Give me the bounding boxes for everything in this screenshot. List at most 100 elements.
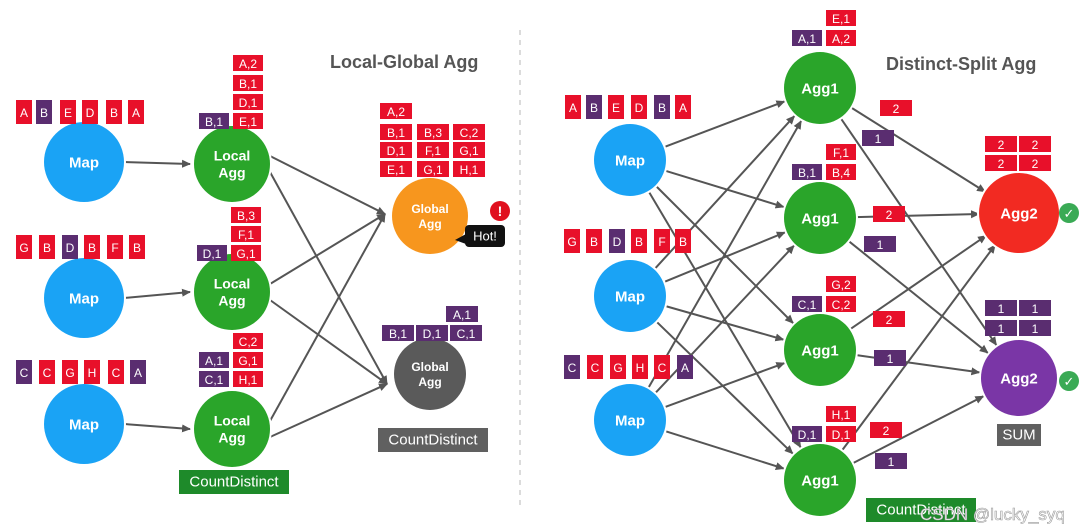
input-tag: C <box>587 355 603 379</box>
input-tag: B <box>84 235 100 259</box>
local-output-tag-text: C,1 <box>205 373 224 387</box>
agg1-output-tag-text: C,1 <box>798 298 817 312</box>
input-tag: F <box>107 235 123 259</box>
agg2-input-tag-text: 1 <box>998 302 1005 316</box>
warning-symbol: ! <box>498 203 503 219</box>
agg1-output-tag: C,1 <box>792 296 822 312</box>
agg1-output-tag: C,2 <box>826 296 856 312</box>
agg2-input-tag: 1 <box>985 300 1017 316</box>
agg1-output-tag: B,4 <box>826 164 856 180</box>
agg1-output-tag-text: D,1 <box>832 428 851 442</box>
agg1-node: Agg1 <box>782 442 858 518</box>
map-node: Map <box>592 382 668 458</box>
local-output-tag-text: H,1 <box>239 373 258 387</box>
agg1-value-tag: 2 <box>873 206 905 222</box>
map-to-agg1-arrow <box>665 362 786 408</box>
local-to-global-arrow <box>269 171 388 385</box>
input-tag: A <box>16 100 32 124</box>
local-agg-node-label: Agg <box>218 165 245 181</box>
local-output-tag-text: A,2 <box>239 57 257 71</box>
agg1-output-tag: E,1 <box>826 10 856 26</box>
input-tag-text: B <box>40 106 48 120</box>
agg1-output-tag: G,2 <box>826 276 856 292</box>
input-tag: A <box>130 360 146 384</box>
agg2-input-tag-text: 1 <box>1032 322 1039 336</box>
local-output-tag-text: G,1 <box>236 247 256 261</box>
input-tag-text: D <box>86 106 95 120</box>
local-output-tag-text: B,3 <box>237 209 255 223</box>
warning-icon <box>490 201 510 221</box>
agg2-red-check: ✓ <box>1059 203 1079 223</box>
agg1-value-tag-text: 2 <box>883 424 890 438</box>
input-tag-text: B <box>590 101 598 115</box>
input-tag: B <box>654 95 670 119</box>
input-tag: G <box>16 235 32 259</box>
hot-warning: ! Hot! <box>455 201 510 247</box>
global-input-tag: B,1 <box>382 325 414 341</box>
agg1-to-agg2-arrow <box>851 395 985 465</box>
local-output-tag: C,2 <box>233 333 263 349</box>
map-to-agg1-arrow <box>666 305 785 342</box>
agg1-value-tag: 2 <box>870 422 902 438</box>
agg1-value-tag-text: 1 <box>888 455 895 469</box>
local-output-tag: C,1 <box>199 371 229 387</box>
agg2-purple-node: Agg2 <box>979 338 1059 418</box>
agg1-output-tag-text: A,1 <box>798 32 816 46</box>
agg1-node-label: Agg1 <box>801 472 839 489</box>
input-tag-text: C <box>658 361 667 375</box>
check-icon <box>1059 371 1079 391</box>
global-input-tag-text: G,1 <box>423 163 443 177</box>
caption-local-text: CountDistinct <box>189 474 279 491</box>
input-tag: G <box>564 229 580 253</box>
caption-bottom-countdistinct: CountDistinct <box>866 498 976 522</box>
agg1-value-tag-text: 2 <box>893 102 900 116</box>
global-input-tag-text: E,1 <box>387 163 405 177</box>
map-node-label: Map <box>615 412 645 429</box>
input-tag: F <box>654 229 670 253</box>
global-input-tag: B,3 <box>417 124 449 140</box>
agg1-output-tag: F,1 <box>826 144 856 160</box>
map-node: Map <box>592 258 668 334</box>
agg1-node-label: Agg1 <box>801 210 839 227</box>
input-tag-text: A <box>132 106 140 120</box>
map-to-agg1-arrow <box>664 231 786 283</box>
agg2-input-tag: 2 <box>1019 155 1051 171</box>
input-tag-text: B <box>43 241 51 255</box>
input-tag: E <box>60 100 76 124</box>
agg2-input-tag: 1 <box>1019 320 1051 336</box>
caption-global-countdistinct: CountDistinct <box>378 428 488 452</box>
input-tag-text: B <box>88 241 96 255</box>
global-input-tag: A,2 <box>380 103 412 119</box>
local-to-global-arrow <box>269 213 386 285</box>
global-agg-hot-node-label: Global <box>411 202 448 216</box>
agg1-node: Agg1 <box>782 50 858 126</box>
global-input-tag-text: G,1 <box>459 144 479 158</box>
agg1-value-tag: 1 <box>874 350 906 366</box>
input-tag-text: A <box>569 101 577 115</box>
input-tag: B <box>631 229 647 253</box>
local-output-tag-text: B,1 <box>239 77 257 91</box>
agg2-input-tag-text: 1 <box>998 322 1005 336</box>
global-input-tag-text: D,1 <box>423 327 442 341</box>
global-agg-node-label: Agg <box>418 375 441 389</box>
local-output-tag-text: B,1 <box>205 115 223 129</box>
svg-text:✓: ✓ <box>1064 207 1075 222</box>
input-tag: G <box>62 360 78 384</box>
svg-text:✓: ✓ <box>1064 375 1075 390</box>
global-input-tag: B,1 <box>380 124 412 140</box>
input-tag: C <box>564 355 580 379</box>
agg1-node-label: Agg1 <box>801 342 839 359</box>
map-to-agg1-arrow <box>665 100 786 148</box>
local-output-tag: A,1 <box>199 352 229 368</box>
input-tag-text: B <box>133 241 141 255</box>
input-tag: A <box>565 95 581 119</box>
agg1-to-agg2-arrow <box>847 239 989 354</box>
input-tag-text: C <box>591 361 600 375</box>
caption-sum-text: SUM <box>1002 427 1035 444</box>
input-tag: B <box>586 229 602 253</box>
global-input-tag: F,1 <box>417 142 449 158</box>
input-tag-text: F <box>111 241 118 255</box>
input-tag-text: H <box>88 366 97 380</box>
